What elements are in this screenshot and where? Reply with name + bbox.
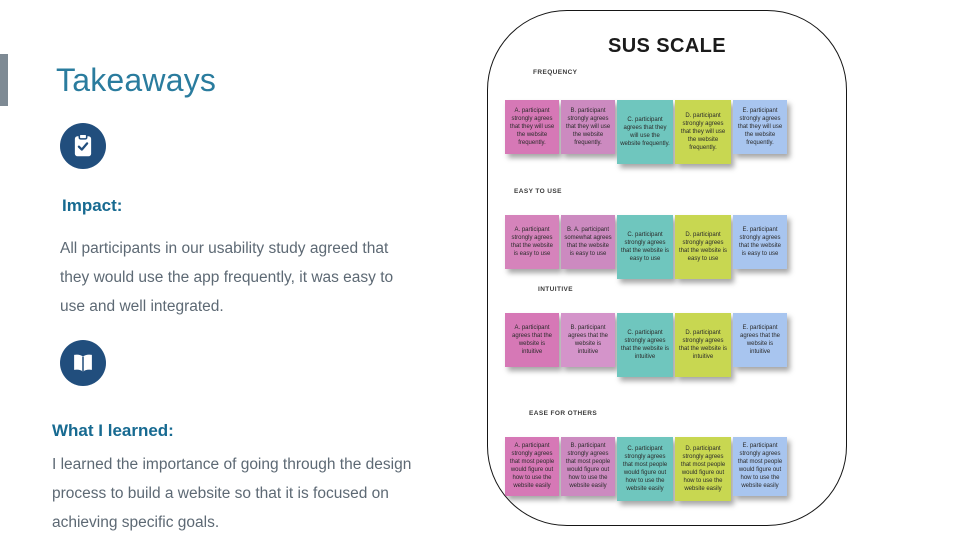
sticky-note: E. participant strongly agrees that most…	[733, 437, 787, 496]
sticky-note: D. participant strongly agrees that most…	[675, 437, 731, 501]
board-row: INTUITIVE A. participant agrees that the…	[505, 286, 805, 377]
board-title: SUS SCALE	[607, 35, 727, 57]
accent-bar	[0, 54, 8, 106]
sticky-note: A. participant strongly agrees that the …	[505, 215, 559, 269]
section-body-impact: All participants in our usability study …	[60, 240, 394, 315]
row-category-label: INTUITIVE	[538, 286, 574, 293]
sticky-note: D. participant strongly agrees that they…	[675, 100, 731, 164]
note-row: A. participant strongly agrees that the …	[505, 215, 805, 279]
sticky-note: B. A. participant somewhat agrees that t…	[561, 215, 615, 269]
sticky-note: E. participant agrees that the website i…	[733, 313, 787, 367]
page-title: Takeaways	[56, 62, 217, 98]
row-category-label: EASY TO USE	[514, 188, 562, 195]
board-row: FREQUENCY A. participant strongly agrees…	[505, 69, 805, 164]
sticky-note: C. participant strongly agrees that the …	[617, 313, 673, 377]
board-row: EASY TO USE A. participant strongly agre…	[505, 188, 805, 279]
note-row: A. participant agrees that the website i…	[505, 313, 805, 377]
row-category-label: EASE FOR OTHERS	[529, 410, 598, 417]
board-row: EASE FOR OTHERS A. participant strongly …	[505, 410, 805, 501]
sticky-note: E. participant strongly agrees that they…	[733, 100, 787, 154]
section-heading-impact: Impact:	[62, 196, 123, 215]
sticky-note: A. participant strongly agrees that most…	[505, 437, 559, 496]
sticky-note: D. participant strongly agrees that the …	[675, 215, 731, 279]
sticky-note: B. participant strongly agrees that they…	[561, 100, 615, 154]
sticky-note: B. participant strongly agrees that most…	[561, 437, 615, 496]
sticky-note: C. participant strongly agrees that most…	[617, 437, 673, 501]
sticky-note: C. participant agrees that they will use…	[617, 100, 673, 164]
note-row: A. participant strongly agrees that they…	[505, 100, 805, 164]
clipboard-check-icon	[60, 123, 106, 169]
sticky-note: E. participant strongly agrees that the …	[733, 215, 787, 269]
sus-scale-board: SUS SCALE FREQUENCY A. participant stron…	[487, 10, 847, 526]
sticky-note: B. participant agrees that the website i…	[561, 313, 615, 367]
section-heading-learned: What I learned:	[52, 421, 174, 440]
sticky-note: A. participant agrees that the website i…	[505, 313, 559, 367]
sticky-note: C. participant strongly agrees that the …	[617, 215, 673, 279]
sticky-note: D. participant strongly agrees that the …	[675, 313, 731, 377]
section-body-learned: I learned the importance of going throug…	[52, 456, 412, 531]
note-row: A. participant strongly agrees that most…	[505, 437, 805, 501]
row-category-label: FREQUENCY	[533, 69, 578, 76]
open-book-icon	[60, 340, 106, 386]
sticky-note: A. participant strongly agrees that they…	[505, 100, 559, 154]
